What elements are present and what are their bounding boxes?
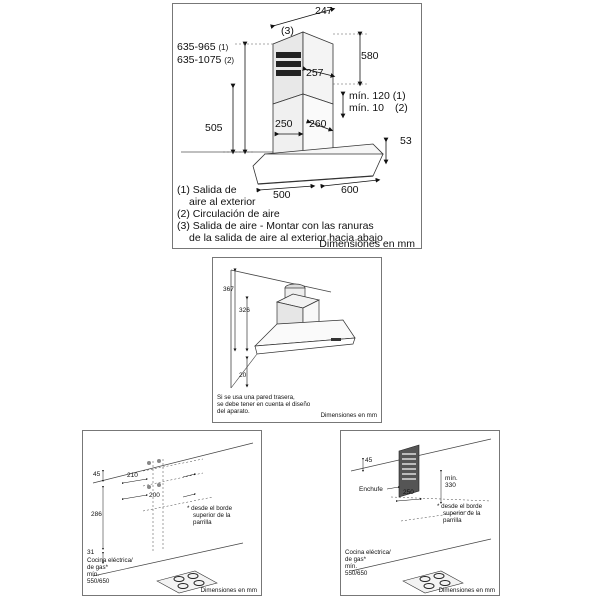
note: Si se usa una pared trasera, se debe ten… [217,394,310,415]
cooktop-line: Cocina eléctrica/ [87,557,133,564]
legend-line: de la salida de aire al exterior hacia a… [189,232,383,244]
canopy-body [252,153,384,185]
installation-drawing-right [350,438,492,594]
note-line: parrilla [443,517,462,524]
note-line: superior de la [193,512,231,519]
dim-635-965: 635-965 (1) [177,41,229,53]
panel-installation-right: 45 mín. 330 Enchufe 250 * desde el borde… [340,430,500,596]
note-line: parrilla [193,519,212,526]
extension-lines [223,33,368,153]
dim-505: 505 [205,122,223,134]
dim-600: 600 [341,184,359,196]
legend-line: (2) Circulación de aire [177,208,280,220]
note: * desde el borde superior de la parrilla [437,503,482,524]
callout-3: (3) [281,25,294,37]
cooktop [156,570,218,594]
cooktop [402,570,464,594]
dim-260: 260 [309,118,327,130]
vent-slots [276,52,301,76]
note-line: * desde el borde [187,505,233,512]
installation-drawing-left [92,442,254,594]
dim-635-1075: 635-1075 (2) [177,54,235,66]
panel-installation-left: 45 210 200 286 31 * desde el borde super… [82,430,262,596]
cooktop-line: de gas* [87,564,108,571]
cooktop-line: 550/650 [87,578,110,585]
dim-367: 367 [223,286,234,293]
legend: (1) Salida de aire al exterior (2) Circu… [177,184,383,244]
dimension-lines [233,268,249,388]
dim-line: 330 [445,482,456,489]
cooktop-label: Cocina eléctrica/ de gas* mín. 550/650 [87,557,133,585]
units-label: Dimensiones en mm [320,412,377,419]
dim-53: 53 [400,135,412,147]
dim-210: 210 [127,472,138,479]
cooktop-line: de gas* [345,556,366,563]
dim-min10: mín. 10 (2) [349,102,408,114]
note-line: superior de la [443,510,481,517]
dim-250: 250 [275,118,293,130]
hood-side-drawing [230,268,356,389]
panel-wall-clearance: 367 326 20 Si se usa una pared trasera, … [212,257,382,423]
dim-200: 200 [149,492,160,499]
dim-250: 250 [403,489,414,496]
dim-20: 20 [239,372,247,379]
dim-326: 326 [239,307,250,314]
units-label: Dimensiones en mm [319,238,415,250]
note: * desde el borde superior de la parrilla [187,505,232,526]
hood-main-drawing [181,7,389,193]
units-label: Dimensiones en mm [200,587,257,594]
note-line: del aparato. [217,408,250,415]
note-line: * desde el borde [437,503,483,510]
cooktop-line: 550/650 [345,570,368,577]
enchufe-label: Enchufe [359,486,383,493]
dim-min330: mín. 330 [445,475,458,489]
dim-247: 247 [315,5,333,17]
note-line: se debe tener en cuenta el diseño [217,401,311,408]
note-line: Si se usa una pared trasera, [217,394,295,401]
dim-31: 31 [87,549,95,556]
dim-line: mín. [445,475,458,482]
legend-line: (3) Salida de aire - Montar con las ranu… [177,220,374,232]
units-label: Dimensiones en mm [438,587,495,594]
cooktop-line: mín. [345,563,358,570]
cooktop-line: mín. [87,571,100,578]
dim-580: 580 [361,50,379,62]
dim-45: 45 [93,471,101,478]
legend-line: (1) Salida de [177,184,237,196]
dimension-lines [230,7,389,193]
dim-286: 286 [91,511,102,518]
cooktop-label: Cocina eléctrica/ de gas* mín. 550/650 [345,549,391,577]
dim-45: 45 [365,457,373,464]
chimney-upper-left [272,31,304,105]
legend-line: aire al exterior [189,196,256,208]
dim-257: 257 [306,67,324,79]
panel-dimensions-main: 247 (3) 580 635-965 (1) 635-1075 (2) 257… [172,3,422,250]
dim-500: 500 [273,189,291,201]
cooktop-line: Cocina eléctrica/ [345,549,391,556]
dim-min120: mín. 120 (1) [349,90,406,102]
